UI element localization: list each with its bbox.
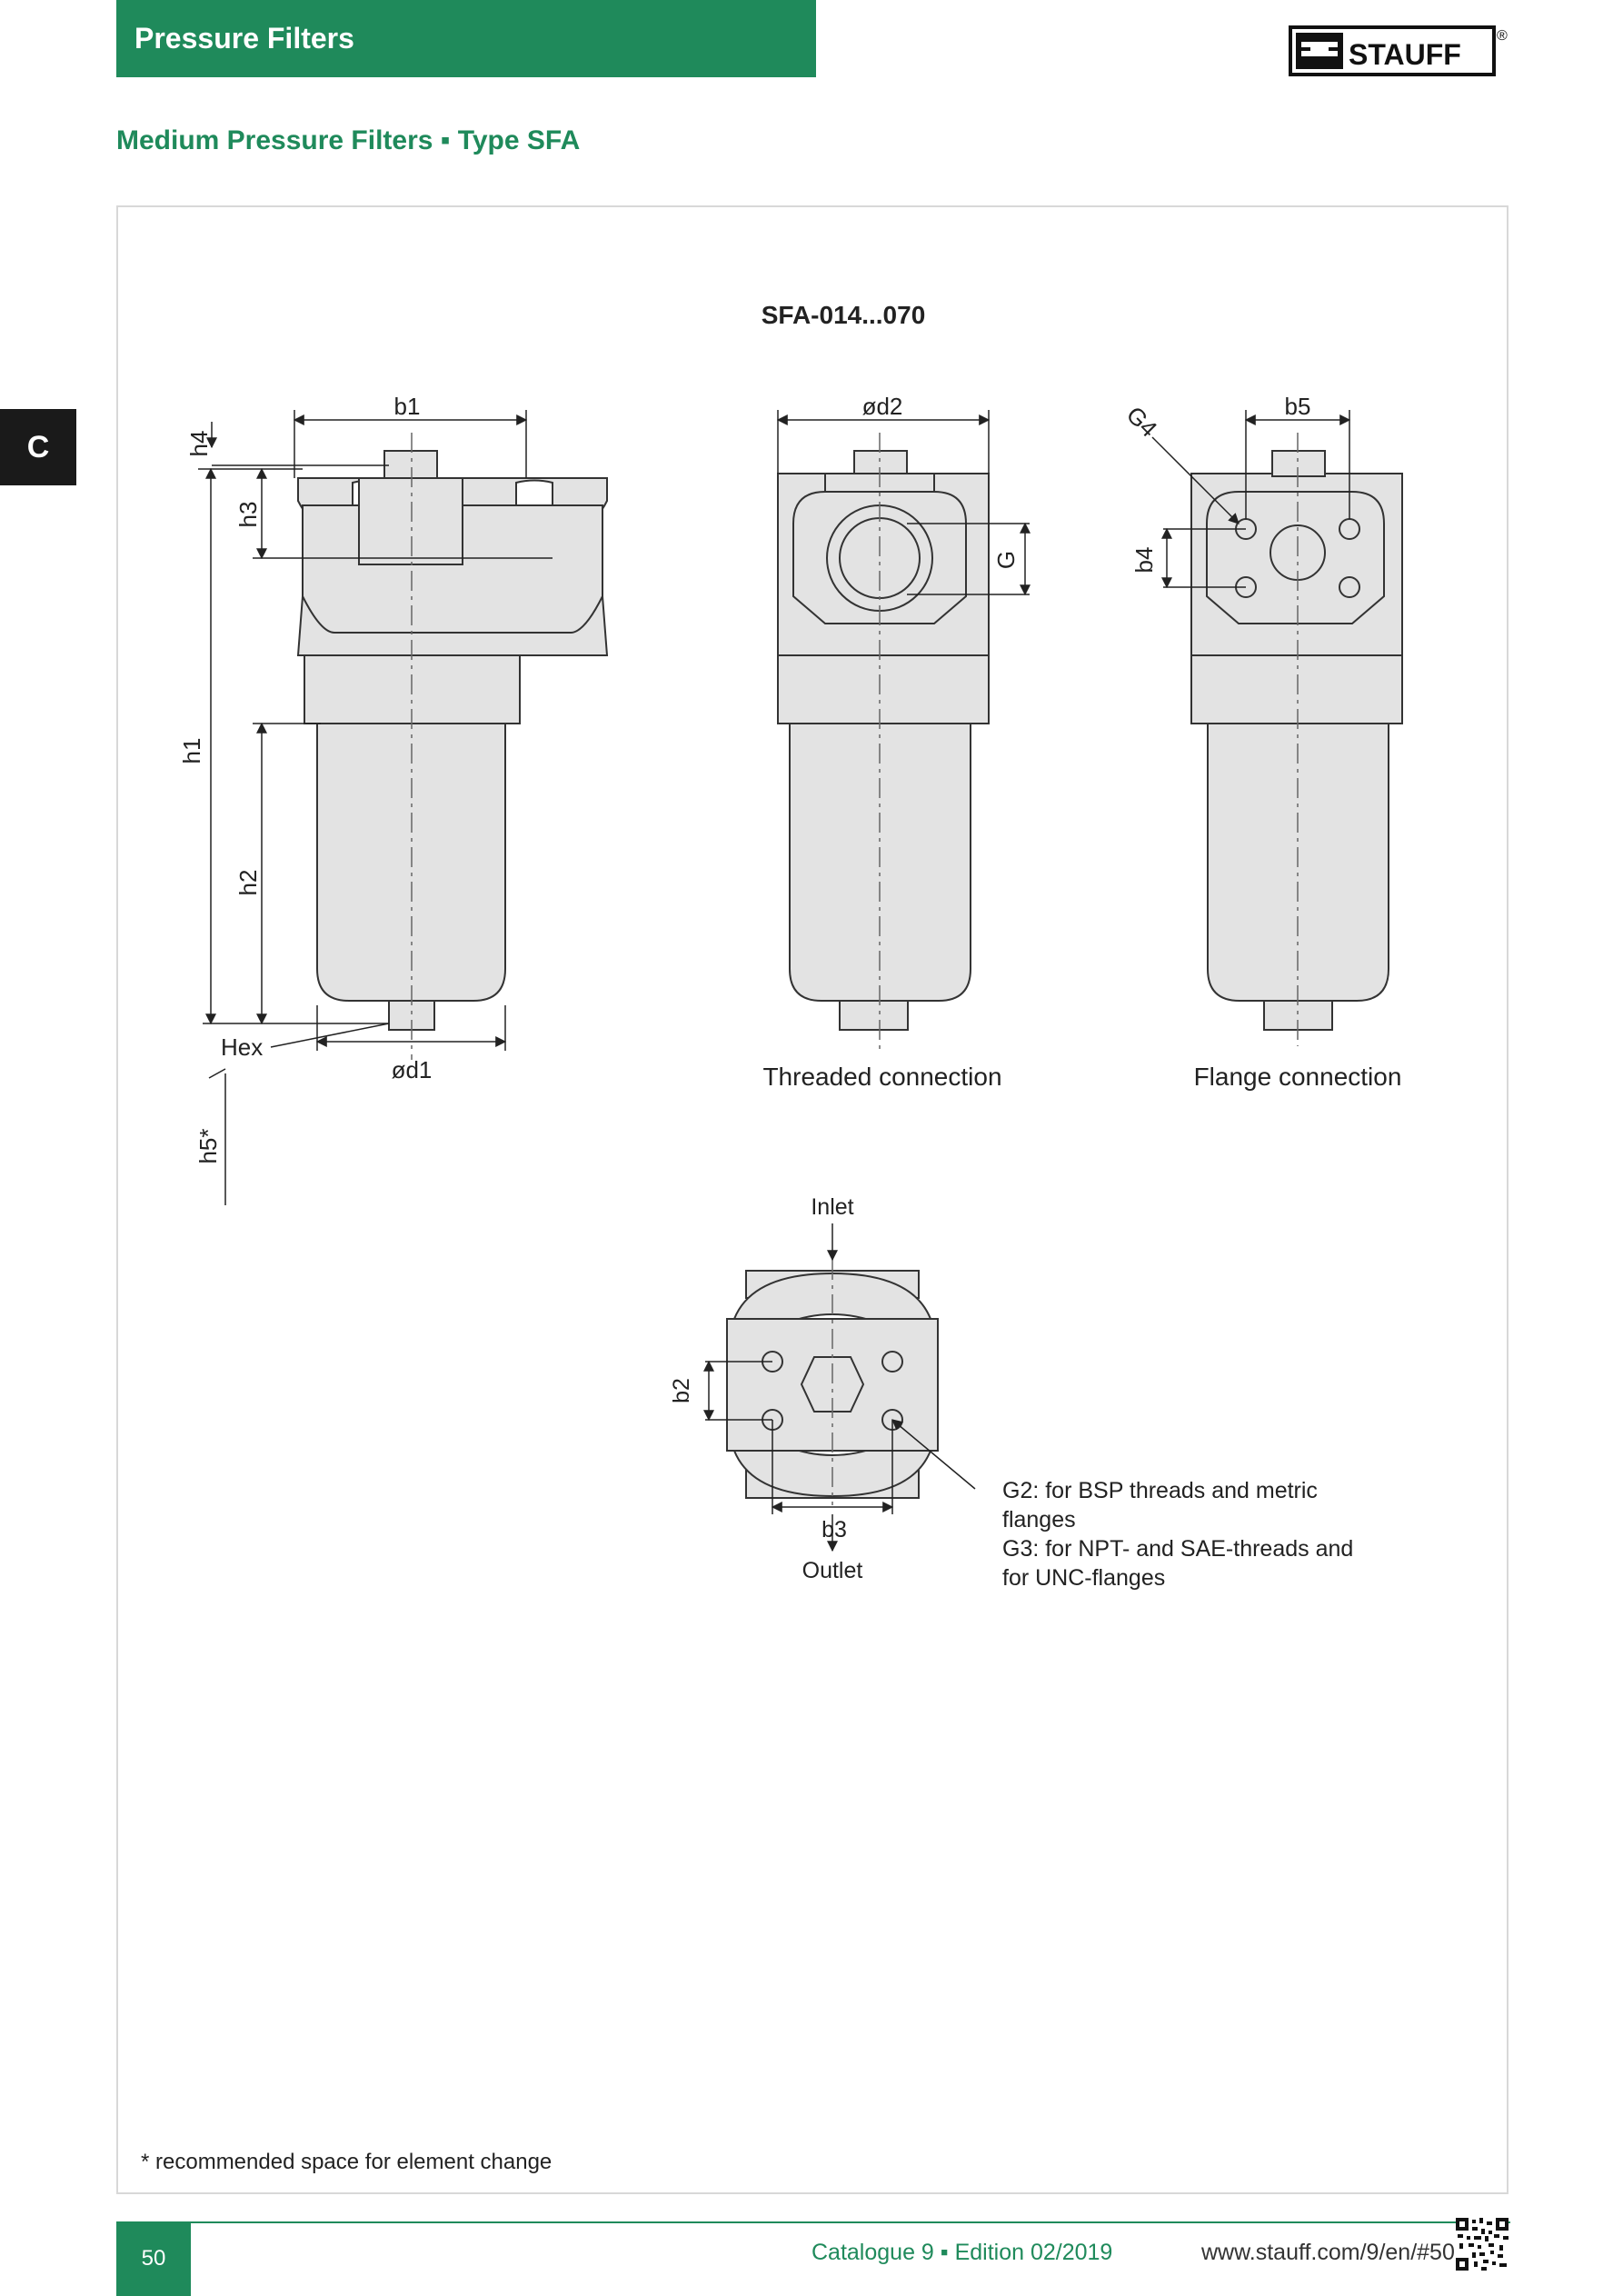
caption-threaded: Threaded connection [762, 1063, 1001, 1091]
label-inlet: Inlet [811, 1194, 853, 1220]
label-h4: h4 [185, 431, 213, 457]
label-h1: h1 [178, 738, 205, 764]
label-b2: b2 [669, 1378, 694, 1403]
label-h2: h2 [234, 870, 262, 896]
thread-note-line-1: G2: for BSP threads and metric [1002, 1478, 1318, 1503]
thread-note-line-3: G3: for NPT- and SAE-threads and [1002, 1536, 1353, 1562]
stauff-logo: STAUFF ® [1289, 25, 1508, 76]
catalogue-edition: Catalogue 9 ▪ Edition 02/2019 [812, 2240, 1113, 2265]
label-b3: b3 [821, 1517, 847, 1542]
side-view [296, 450, 609, 1031]
chapter-tab[interactable]: C [0, 409, 76, 485]
threaded-view [777, 450, 990, 1031]
section-title: Pressure Filters [134, 22, 354, 55]
label-b1: b1 [394, 393, 421, 420]
thread-note-line-4: for UNC-flanges [1002, 1565, 1165, 1591]
label-g: G [992, 551, 1020, 569]
drawing-frame [116, 205, 1508, 2194]
chapter-tab-label: C [26, 429, 50, 464]
label-outlet: Outlet [802, 1558, 863, 1583]
page-subtitle: Medium Pressure Filters ▪ Type SFA [116, 125, 581, 155]
label-hex: Hex [221, 1033, 263, 1061]
page-number-box: 50 [116, 2221, 191, 2296]
page-number: 50 [141, 2246, 166, 2271]
label-d1: ød1 [392, 1056, 433, 1083]
brand-text: STAUFF [1349, 38, 1461, 71]
label-d2: ød2 [862, 393, 903, 420]
label-b5: b5 [1285, 393, 1311, 420]
qr-code[interactable] [1456, 2218, 1508, 2271]
section-header-bar: Pressure Filters [116, 0, 816, 77]
label-h3: h3 [234, 502, 262, 528]
figure-title: SFA-014...070 [762, 301, 926, 329]
website-link[interactable]: www.stauff.com/9/en/#50 [1201, 2240, 1455, 2265]
caption-flange: Flange connection [1194, 1063, 1402, 1091]
label-g4: G4 [1121, 401, 1163, 443]
technical-drawing: SFA-014...070 b1 h4 h3 h1 [178, 301, 1403, 1591]
flange-view [1190, 450, 1403, 1031]
registered-mark: ® [1497, 28, 1508, 44]
footnote: * recommended space for element change [141, 2150, 553, 2174]
footer-divider [191, 2221, 1510, 2223]
label-b4: b4 [1130, 547, 1158, 574]
label-h5: h5* [194, 1128, 222, 1163]
thread-note-line-2: flanges [1002, 1507, 1076, 1532]
